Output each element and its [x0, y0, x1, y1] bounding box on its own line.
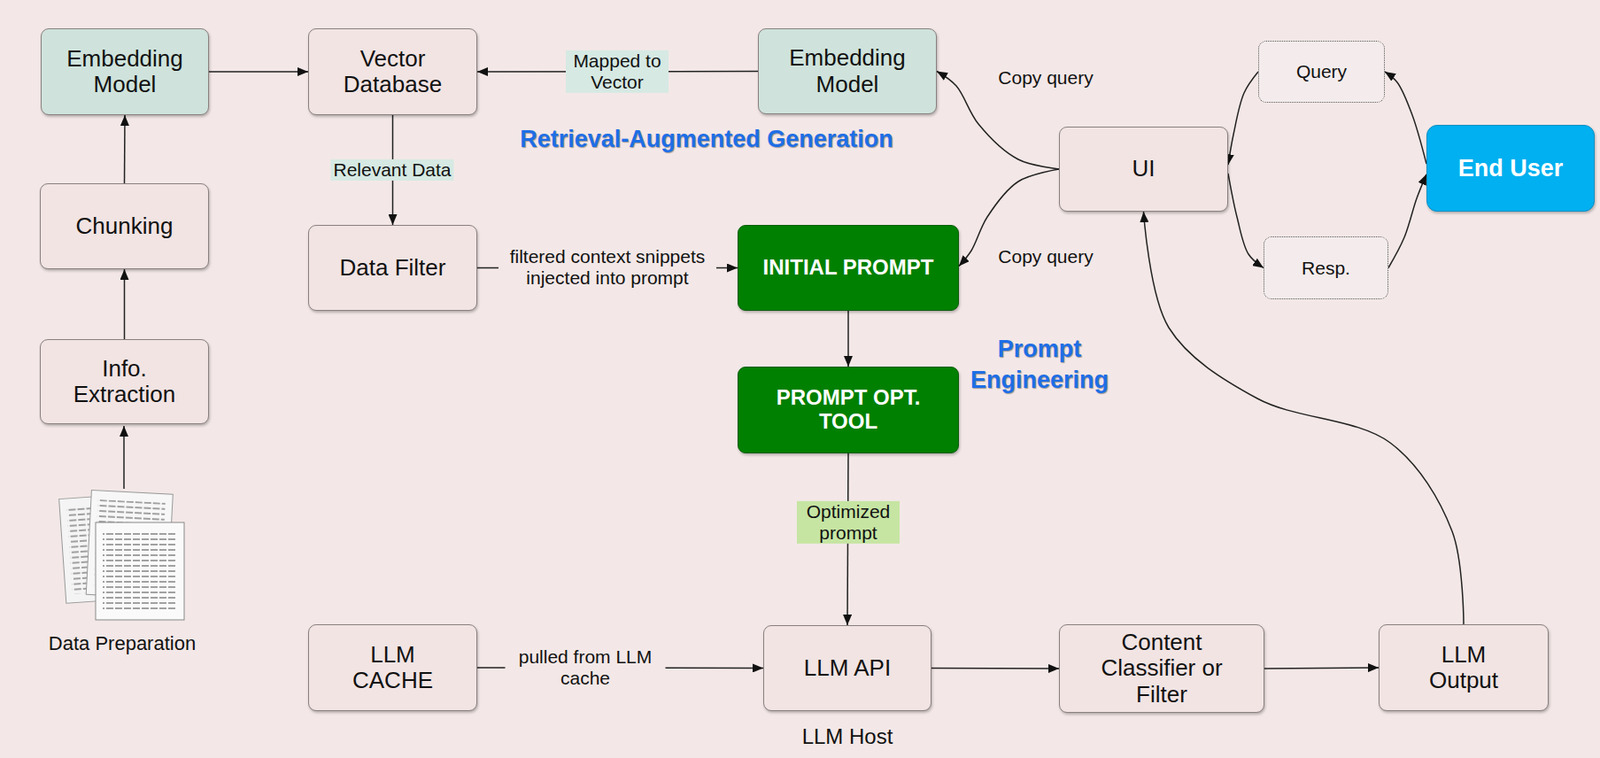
edge-label: Mapped to Vector [565, 50, 669, 93]
embedding-box: Embedding Model [40, 28, 209, 116]
flow-arrow [123, 115, 126, 184]
box-label: Vector Database [322, 46, 464, 98]
flow-arrow [931, 667, 1059, 670]
flow-arrow [847, 310, 850, 367]
region-fill [710, 598, 985, 752]
flow-arrow [1384, 71, 1427, 164]
box-label: Info. Extraction [54, 355, 196, 408]
flow-arrow [123, 425, 125, 489]
box-label: Data Filter [340, 255, 447, 281]
edge-label: pulled from LLM cache [505, 646, 666, 689]
ui-box: UI [1058, 126, 1229, 212]
flow-arrow [1228, 173, 1264, 269]
prompt-box: INITIAL PROMPT [737, 224, 959, 311]
edge-label: Optimized prompt [796, 501, 900, 544]
cache-box: LLM CACHE [308, 624, 478, 712]
box-label: INITIAL PROMPT [763, 255, 935, 280]
corner-shade [1522, 0, 1600, 62]
process-box: Info. Extraction [39, 339, 209, 425]
box-label: Embedding Model [54, 46, 196, 98]
region-title: Prompt Engineering [960, 333, 1119, 396]
edge-label: Copy query [995, 246, 1096, 268]
rag-region: Retrieval-Augmented Generation Embedding … [0, 0, 1009, 681]
box-label: Content Classifier or Filter [1073, 629, 1251, 707]
corner-shade [0, 680, 206, 758]
edge-label: Copy query [995, 67, 1096, 89]
illustration-caption: Data Preparation [24, 632, 220, 656]
box-label: Resp. [1301, 257, 1351, 279]
box-label: Query [1296, 61, 1347, 83]
flow-arrow [208, 70, 309, 73]
query-box: Query [1258, 40, 1385, 103]
region-title: LLM Host [709, 724, 986, 750]
database-box: Vector Database [308, 28, 478, 116]
box-label: LLM CACHE [348, 641, 438, 694]
filter-box: Data Filter [308, 224, 478, 311]
region-fill [683, 192, 1009, 565]
prompt-box: PROMPT OPT. TOOL [737, 366, 959, 454]
host-box: LLM Host LLM API [709, 597, 986, 753]
edge-label: Relevant Data [330, 159, 454, 181]
region-title: Retrieval-Augmented Generation [476, 123, 937, 155]
box-label: End User [1458, 154, 1564, 182]
flow-arrow [1264, 667, 1379, 669]
box-label: Chunking [76, 213, 174, 240]
box-label: LLM API [803, 655, 891, 681]
output-box: LLM Output [1378, 624, 1549, 712]
flow-arrow [1388, 174, 1427, 269]
box-label: PROMPT OPT. TOOL [759, 386, 937, 434]
flow-arrow [1143, 211, 1465, 625]
process-box: Chunking [39, 183, 209, 270]
region-fill [0, 0, 1009, 681]
edge-label: filtered context snippets injected into … [498, 246, 717, 289]
classifier-box: Content Classifier or Filter [1058, 624, 1265, 713]
response-box: Resp. [1263, 236, 1389, 300]
embedding-box: Embedding Model [757, 28, 937, 115]
box-label: Embedding Model [772, 45, 923, 97]
box-label: LLM Output [1419, 641, 1508, 694]
api-box: LLM API [763, 625, 932, 712]
flow-arrow [123, 269, 126, 340]
flow-arrow [1228, 71, 1259, 165]
user-box: End User [1426, 124, 1595, 212]
document-page [95, 522, 185, 620]
box-label: UI [1132, 155, 1156, 182]
